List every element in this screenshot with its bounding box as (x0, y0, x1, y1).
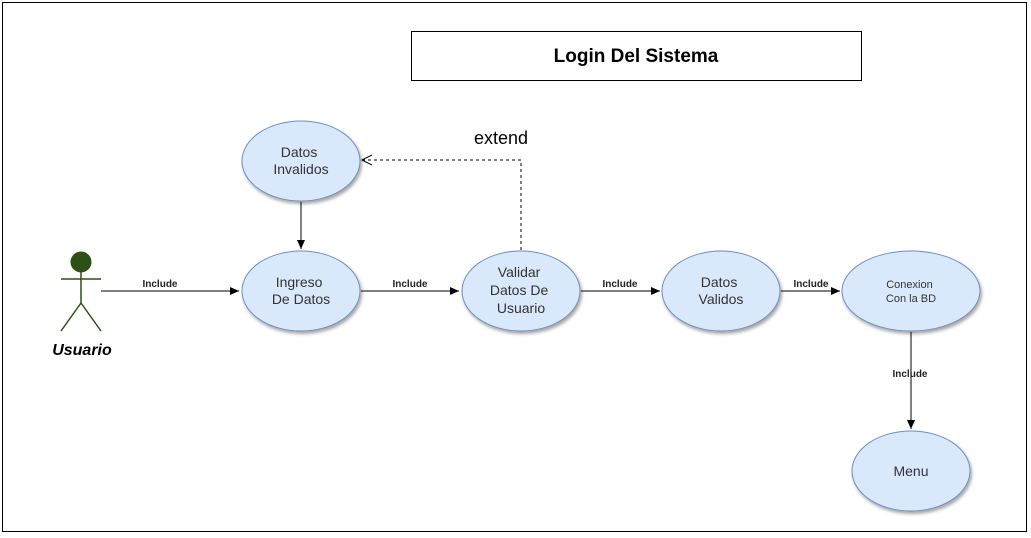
usecase-label-line: Datos (281, 144, 318, 160)
actor-usuario: Usuario (52, 251, 112, 359)
include-label: Include (392, 279, 427, 290)
actor-label: Usuario (52, 342, 112, 359)
svg-text:Validar Datos De U: Validar Datos De Usuario (490, 264, 552, 316)
svg-text:Conexion Con la BD: Conexion Con la BD (886, 279, 936, 305)
usecase-menu: Menu (851, 430, 971, 512)
usecase-label-line: Invalidos (273, 161, 328, 177)
svg-text:Menu: Menu (893, 463, 928, 479)
actor-head (70, 251, 92, 273)
usecase-datos-validos: Datos Validos (661, 250, 781, 332)
usecase-validar-datos: Validar Datos De Usuario (461, 250, 581, 332)
include-label: Include (892, 369, 927, 380)
usecase-label-line: Con la BD (886, 293, 936, 305)
usecase-label-line: Usuario (497, 300, 545, 316)
edge-labels: Include Include Include Include Include … (142, 128, 927, 380)
svg-text:Datos Invalidos: Datos Invalidos (273, 144, 328, 177)
include-label: Include (142, 279, 177, 290)
usecase-label-line: De Datos (272, 291, 330, 307)
diagram-frame (2, 2, 1027, 532)
extend-label: extend (474, 128, 528, 148)
connectors (101, 160, 915, 429)
usecase-label-line: Conexion (886, 279, 932, 291)
usecase-label-line: Menu (893, 463, 928, 479)
include-label: Include (793, 279, 828, 290)
svg-text:Datos Validos: Datos Validos (699, 274, 744, 307)
usecase-label-line: Datos (701, 274, 738, 290)
usecase-conexion-bd: Conexion Con la BD (841, 250, 981, 332)
title-box: Login Del Sistema (411, 31, 862, 81)
usecase-label-line: Datos De (490, 282, 549, 298)
usecase-label-line: Validos (699, 291, 744, 307)
svg-text:Ingreso De Datos: Ingreso De Datos (272, 274, 330, 307)
diagram-title: Login Del Sistema (554, 46, 719, 67)
usecase-datos-invalidos: Datos Invalidos (241, 120, 361, 202)
usecase-label-line: Validar (498, 264, 541, 280)
include-label: Include (602, 279, 637, 290)
usecase-label-line: Ingreso (276, 274, 323, 290)
usecase-ingreso-de-datos: Ingreso De Datos (241, 250, 361, 332)
edge-extend-validar-invalidos (362, 160, 522, 250)
